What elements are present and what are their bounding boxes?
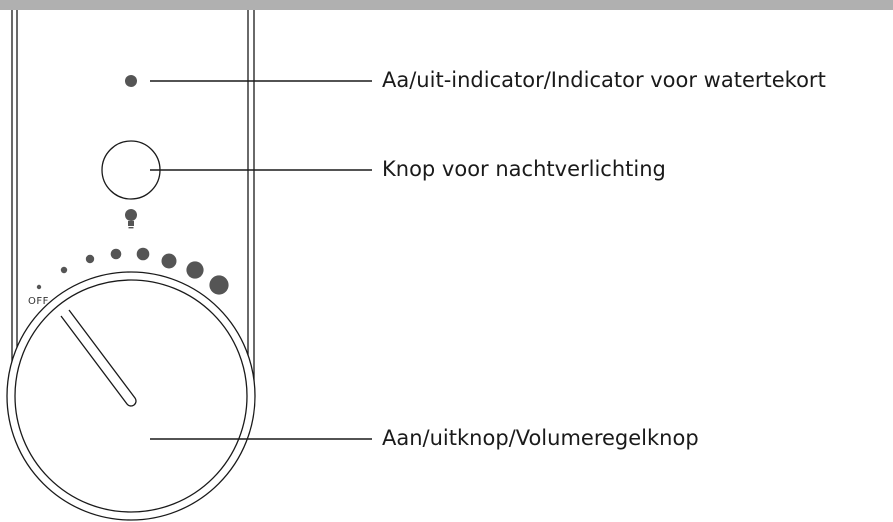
top-bar xyxy=(0,0,893,10)
volume-level-dot xyxy=(186,261,204,279)
light-bulb-icon xyxy=(125,209,137,229)
volume-level-dot xyxy=(136,247,150,261)
volume-level-dots xyxy=(36,247,229,295)
power-indicator-led xyxy=(125,75,137,87)
power-volume-knob[interactable] xyxy=(6,271,256,521)
volume-level-dot xyxy=(110,248,122,260)
power-volume-knob-label: Aan/uitknop/Volumeregelknop xyxy=(382,426,699,450)
off-label: OFF xyxy=(28,296,49,307)
night-light-button-label: Knop voor nachtverlichting xyxy=(382,157,666,181)
knob-pointer xyxy=(60,309,137,407)
volume-level-dot xyxy=(36,284,42,290)
volume-level-dot xyxy=(60,266,68,274)
volume-level-dot xyxy=(209,275,229,295)
volume-level-dot xyxy=(161,253,177,269)
volume-level-dot xyxy=(85,254,95,264)
power-indicator-label: Aa/uit-indicator/Indicator voor watertek… xyxy=(382,68,826,92)
callout-lines xyxy=(150,80,372,440)
